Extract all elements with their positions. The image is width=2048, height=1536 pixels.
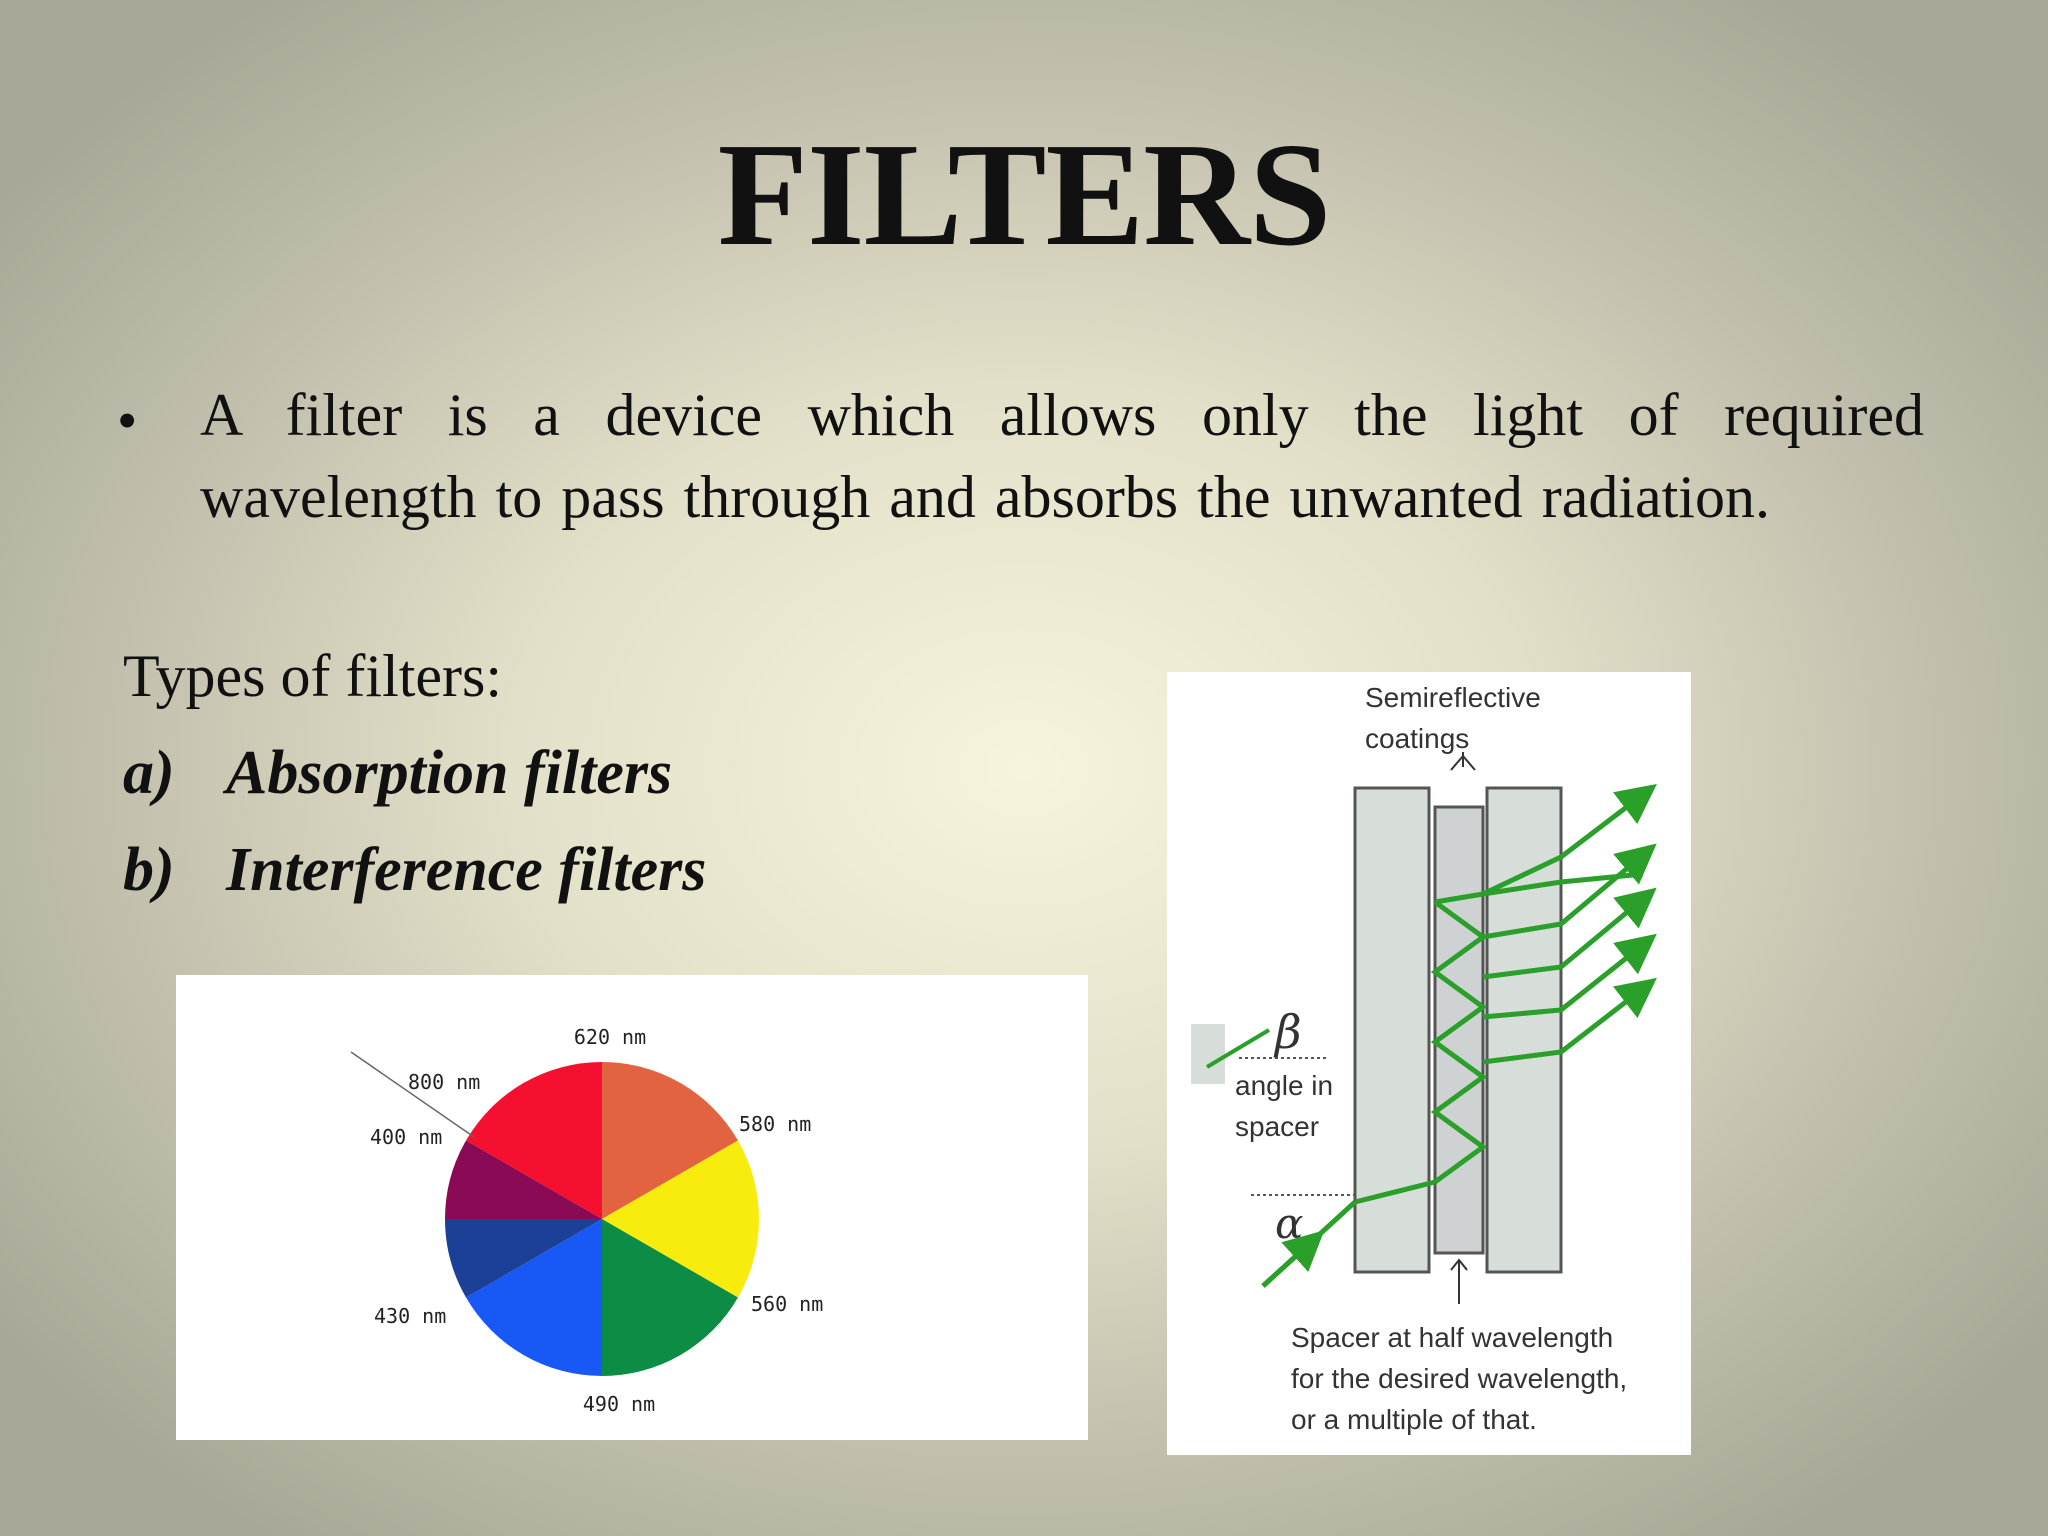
beta-ray-segment (1205, 1028, 1271, 1069)
filter-definition: A filter is a device which allows only t… (200, 382, 1924, 530)
wheel-sector-yellow (602, 1140, 760, 1298)
label-490nm: 490 nm (583, 1392, 655, 1416)
interference-diagram: Semireflective coatings β angle in space… (1167, 672, 1691, 1455)
wheel-sector-indigo (445, 1219, 602, 1298)
interference-svg: Semireflective coatings β angle in space… (1191, 682, 1657, 1435)
wheel-sector-orange (602, 1062, 738, 1219)
alpha-symbol: α (1275, 1199, 1303, 1248)
exit-ray-2 (1482, 843, 1657, 940)
label-580nm: 580 nm (739, 1112, 811, 1136)
refracted-ray (1354, 1179, 1436, 1205)
spacer-label-line2: for the desired wavelength, (1291, 1363, 1627, 1394)
wheel-sector-violet (445, 1140, 602, 1219)
spacer-pointer (1450, 1258, 1468, 1304)
angle-label-line2: spacer (1235, 1111, 1319, 1142)
label-430nm: 430 nm (374, 1304, 446, 1328)
type-marker: b) (123, 836, 175, 904)
slide-title: FILTERS (717, 113, 1332, 277)
spacer-label-line1: Spacer at half wavelength (1291, 1322, 1613, 1353)
incident-arrow (1261, 1230, 1325, 1288)
exit-arrow-1 (1559, 783, 1657, 859)
types-heading: Types of filters: (123, 643, 503, 709)
spacer-layer (1433, 805, 1485, 1255)
color-wheel-svg: 620 nm 800 nm 580 nm 400 nm 560 nm 430 n… (350, 1025, 823, 1416)
spacer-label-line3: or a multiple of that. (1291, 1404, 1537, 1435)
label-620nm: 620 nm (574, 1025, 646, 1049)
beta-symbol: β (1273, 1005, 1302, 1059)
pointer-line-800 (350, 1051, 475, 1138)
label-400nm: 400 nm (370, 1125, 442, 1149)
type-marker: a) (123, 739, 175, 807)
color-wheel-figure: 620 nm 800 nm 580 nm 400 nm 560 nm 430 n… (176, 975, 1088, 1440)
label-800nm: 800 nm (408, 1070, 480, 1094)
exit-ray-3 (1482, 887, 1657, 980)
internal-reflections (1430, 899, 1488, 1185)
exit-ray-5 (1482, 977, 1657, 1065)
type-label: Interference filters (226, 836, 707, 904)
coatings-pointer (1450, 752, 1476, 771)
label-560nm: 560 nm (751, 1292, 823, 1316)
exit-ray-4 (1482, 933, 1657, 1020)
wheel-sector-blue (466, 1219, 602, 1376)
type-item-absorption: a) Absorption filters (123, 733, 672, 813)
wheel-sector-green (602, 1219, 738, 1376)
exit-ray-1 (1434, 871, 1644, 905)
type-item-interference: b) Interference filters (123, 830, 706, 910)
angle-label-line1: angle in (1235, 1070, 1333, 1101)
coatings-label-line2: coatings (1365, 723, 1469, 754)
incidence-detail-box (1191, 1024, 1225, 1084)
bullet-marker: • (117, 388, 138, 453)
wheel-sector-red (466, 1062, 602, 1219)
type-label: Absorption filters (226, 739, 673, 807)
exit-ray-1b (1481, 854, 1563, 897)
right-plate (1485, 786, 1563, 1274)
coatings-label-line1: Semireflective (1365, 682, 1541, 713)
